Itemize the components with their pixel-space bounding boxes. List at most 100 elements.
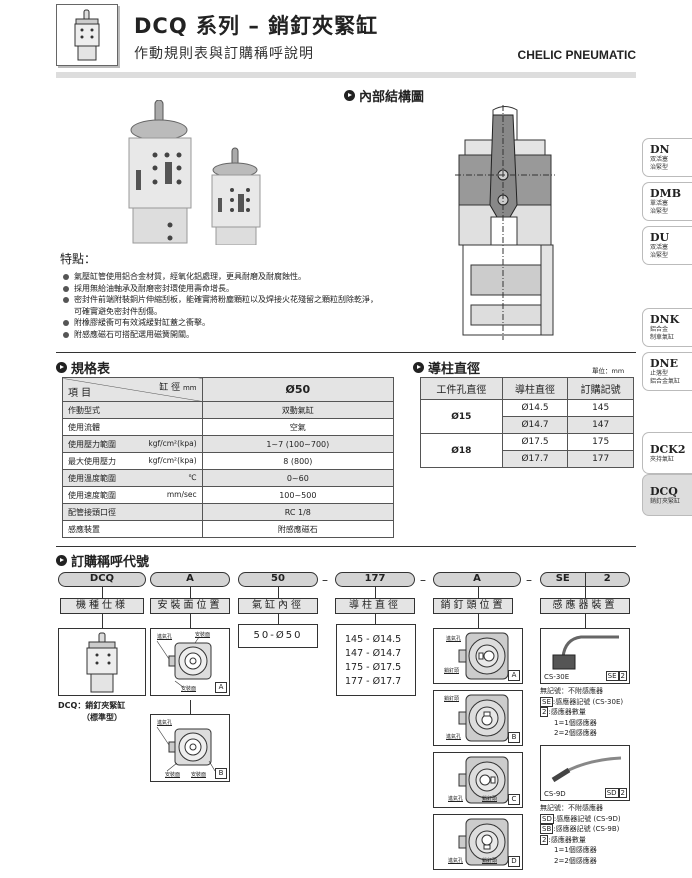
label-model: 機種仕様 — [60, 598, 144, 614]
note-line: 無記號：不附感應器 — [540, 687, 603, 695]
spec-heading-text: 規格表 — [71, 362, 111, 377]
code-sensor-type: SE — [541, 573, 586, 586]
note-line: 1=1個感應器 — [554, 846, 597, 854]
sensor-icon — [551, 756, 622, 783]
spec-value: 双動氣缸 — [201, 401, 395, 419]
mount-tag: 安裝面 — [191, 772, 207, 778]
mount-diagram-icon — [156, 726, 216, 772]
note-line: 感應器記號 (CS-9B) — [555, 825, 620, 833]
label-sensor: 感應器裝置 — [540, 598, 630, 614]
dash: – — [322, 573, 328, 587]
pin-diagram-icon — [458, 818, 509, 866]
feature-item: 氣壓缸管使用鋁合金材質，經氧化鋁處理，更具耐磨及耐腐蝕性。 — [60, 271, 380, 283]
port-tag: 進氣孔 — [448, 796, 464, 802]
feature-item: 密封件前端附裝銅片伸縮刮板，能確實將粉塵顆粒以及焊接火花殘留之顆粒刮除乾淨，可確… — [60, 294, 380, 317]
tab-code: DNE — [650, 357, 678, 370]
tab-desc: 銷釘夾緊缸 — [650, 498, 681, 505]
connector — [375, 614, 376, 624]
tab-desc: 治緊型 — [650, 252, 669, 259]
spec-row: 使用流體空氣 — [62, 418, 395, 436]
note-line: 2=2個感應器 — [554, 729, 597, 737]
cylinder-icon — [74, 9, 100, 61]
spec-label: 使用壓力範圍 — [68, 439, 116, 449]
spec-unit: ℃ — [188, 472, 197, 482]
sensor-tag: SE — [605, 671, 619, 681]
guide-row: Ø18 Ø17.5 175 — [420, 433, 634, 468]
guide-table: 工件孔直徑 導柱直徑 訂購記號 Ø15 Ø14.5 145 Ø14.7 147 … — [420, 377, 634, 468]
connector — [478, 614, 479, 628]
option-letter: D — [508, 856, 520, 867]
structure-heading: 內部結構圖 — [344, 86, 424, 105]
order-heading-text: 訂購稱呼代號 — [71, 555, 150, 570]
sensor-model: CS-30E — [544, 673, 570, 681]
sensor-qty-tag: 2 — [618, 788, 627, 798]
spec-value: 0~60 — [201, 469, 395, 487]
spec-value: 100~500 — [201, 486, 395, 504]
guide-header-row: 工件孔直徑 導柱直徑 訂購記號 — [420, 377, 634, 400]
tab-du[interactable]: DU 双活塞 治緊型 — [642, 226, 692, 265]
order-heading: 訂購稱呼代號 — [56, 551, 149, 570]
product-photo — [128, 100, 261, 245]
pin-option: 177 - Ø17.7 — [345, 676, 402, 687]
tab-code: DN — [650, 143, 670, 156]
spec-row: 感應裝置附感應磁石 — [62, 520, 395, 538]
port-tag: 進氣孔 — [157, 634, 173, 640]
tab-desc: 制車氣缸 — [650, 334, 675, 341]
tab-dcq[interactable]: DCQ 銷釘夾緊缸 — [642, 474, 692, 516]
note-line: 感應器記號 (CS-9D) — [556, 814, 621, 823]
spec-unit: kgf/cm²(kpa) — [148, 438, 197, 448]
note-line: 感應器數量 — [550, 708, 586, 716]
section-divider — [56, 546, 636, 547]
spec-label: 感應裝置 — [68, 524, 100, 534]
header-divider — [56, 72, 636, 78]
connector — [190, 700, 191, 714]
connector — [478, 587, 479, 598]
bore-option: 50-Ø50 — [238, 624, 318, 648]
mount-tag: 安裝面 — [165, 772, 181, 778]
tab-dn[interactable]: DN 双活塞 治緊型 — [642, 138, 692, 177]
play-bullet-icon — [56, 555, 67, 566]
pin-diameter: Ø17.5 — [501, 433, 569, 451]
col-header: 導柱直徑 — [501, 377, 569, 400]
order-code: 177 — [567, 450, 634, 468]
connector — [278, 614, 279, 624]
structure-heading-text: 內部結構圖 — [359, 90, 425, 105]
tab-desc: 單活塞 — [650, 200, 669, 207]
pin-options-box: 145 - Ø14.5 147 - Ø14.7 175 - Ø17.5 177 … — [336, 624, 416, 696]
corner-bottom-label: 項 目 — [68, 388, 92, 399]
port-tag: 進氣孔 — [446, 636, 462, 642]
tab-desc: 治緊型 — [650, 164, 669, 171]
pin-diagram-icon — [458, 756, 509, 804]
page-subtitle: 作動規則表與訂購稱呼說明 — [134, 46, 314, 62]
sensor-tag: SD — [604, 788, 619, 798]
pin-option: 175 - Ø17.5 — [345, 662, 402, 673]
model-caption: DCQ：銷釘夾緊缸 — [58, 701, 126, 710]
port-tag: 進氣孔 — [448, 858, 464, 864]
pin-tag: 銷釘頭 — [444, 696, 460, 702]
pin-position-b: 銷釘頭 進氣孔 B — [433, 690, 523, 746]
code-mount: A — [150, 572, 230, 587]
tab-dne[interactable]: DNE 止落型 鋁合金氣缸 — [642, 352, 692, 391]
hole-diameter: Ø18 — [420, 433, 503, 468]
tab-desc: 止落型 — [650, 370, 669, 377]
connector — [375, 587, 376, 598]
note-symbol: 2 — [540, 834, 549, 845]
features-label: 特點： — [60, 252, 97, 266]
mount-option-b: 進氣孔 安裝面 安裝面 B — [150, 714, 230, 782]
note-line: 無記號：不附感應器 — [540, 804, 603, 812]
spec-label: 使用流體 — [68, 422, 100, 432]
order-code: 175 — [567, 433, 634, 451]
note-symbol: SB — [540, 824, 554, 834]
tab-dck2[interactable]: DCK2 夾持氣缸 — [642, 432, 692, 474]
pin-option: 147 - Ø14.7 — [345, 648, 402, 659]
model-image-box — [58, 628, 146, 696]
sensor-model: CS-9D — [544, 790, 566, 798]
code-bore: 50 — [238, 572, 318, 587]
tab-dnk[interactable]: DNK 鋁合金 制車氣缸 — [642, 308, 692, 347]
tab-dmb[interactable]: DMB 單活塞 治緊型 — [642, 182, 692, 221]
note-symbol: SD — [540, 813, 554, 824]
sensor-cs9d-image: CS-9D SD 2 — [540, 745, 630, 801]
